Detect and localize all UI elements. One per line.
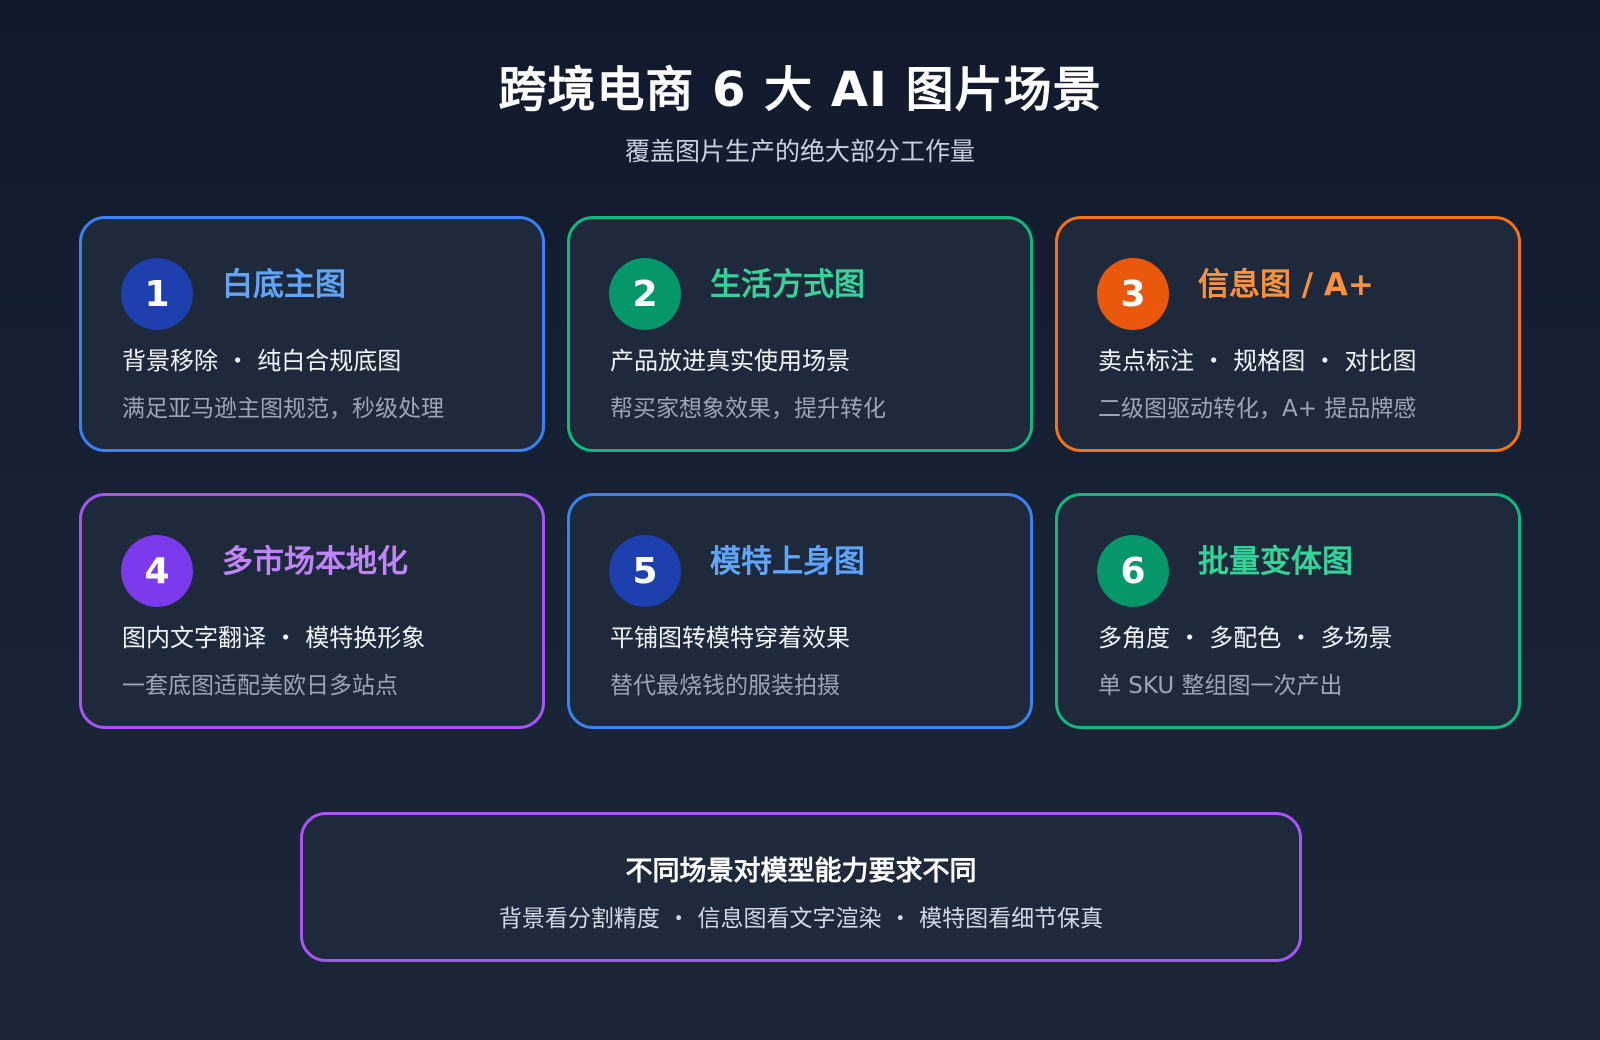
card-description: 二级图驱动转化，A+ 提品牌感 bbox=[1098, 396, 1417, 422]
card-title: 批量变体图 bbox=[1198, 544, 1353, 580]
card-title: 模特上身图 bbox=[710, 544, 865, 580]
card-key-points: 多角度 ・ 多配色 ・ 多场景 bbox=[1098, 624, 1393, 652]
number-badge: 6 bbox=[1097, 535, 1169, 607]
page-title: 跨境电商 6 大 AI 图片场景 bbox=[498, 62, 1102, 118]
card-key-points: 平铺图转模特穿着效果 bbox=[610, 624, 850, 652]
card-description: 替代最烧钱的服装拍摄 bbox=[610, 673, 840, 699]
scenario-card-infographic: 3 信息图 / A+ 卖点标注 ・ 规格图 ・ 对比图 二级图驱动转化，A+ 提… bbox=[1055, 216, 1521, 452]
card-description: 帮买家想象效果，提升转化 bbox=[610, 396, 886, 422]
card-title: 白底主图 bbox=[222, 267, 346, 303]
scenario-card-lifestyle: 2 生活方式图 产品放进真实使用场景 帮买家想象效果，提升转化 bbox=[567, 216, 1033, 452]
card-key-points: 卖点标注 ・ 规格图 ・ 对比图 bbox=[1098, 347, 1417, 375]
scenario-card-localization: 4 多市场本地化 图内文字翻译 ・ 模特换形象 一套底图适配美欧日多站点 bbox=[79, 493, 545, 729]
number-badge: 3 bbox=[1097, 258, 1169, 330]
note-title: 不同场景对模型能力要求不同 bbox=[625, 856, 977, 887]
card-title: 信息图 / A+ bbox=[1198, 267, 1374, 303]
number-badge: 1 bbox=[121, 258, 193, 330]
card-description: 满足亚马逊主图规范，秒级处理 bbox=[122, 396, 444, 422]
card-key-points: 图内文字翻译 ・ 模特换形象 bbox=[122, 624, 426, 652]
capability-note-box: 不同场景对模型能力要求不同 背景看分割精度 ・ 信息图看文字渲染 ・ 模特图看细… bbox=[300, 812, 1302, 962]
card-key-points: 背景移除 ・ 纯白合规底图 bbox=[122, 347, 402, 375]
card-title: 生活方式图 bbox=[710, 267, 865, 303]
number-badge: 5 bbox=[609, 535, 681, 607]
card-description: 单 SKU 整组图一次产出 bbox=[1098, 673, 1343, 699]
scenario-card-batch-variants: 6 批量变体图 多角度 ・ 多配色 ・ 多场景 单 SKU 整组图一次产出 bbox=[1055, 493, 1521, 729]
card-key-points: 产品放进真实使用场景 bbox=[610, 347, 850, 375]
card-title: 多市场本地化 bbox=[222, 544, 408, 580]
card-description: 一套底图适配美欧日多站点 bbox=[122, 673, 398, 699]
number-badge: 4 bbox=[121, 535, 193, 607]
page-subtitle: 覆盖图片生产的绝大部分工作量 bbox=[624, 137, 975, 166]
scenario-card-model-try-on: 5 模特上身图 平铺图转模特穿着效果 替代最烧钱的服装拍摄 bbox=[567, 493, 1033, 729]
scenario-card-white-background: 1 白底主图 背景移除 ・ 纯白合规底图 满足亚马逊主图规范，秒级处理 bbox=[79, 216, 545, 452]
number-badge: 2 bbox=[609, 258, 681, 330]
note-text: 背景看分割精度 ・ 信息图看文字渲染 ・ 模特图看细节保真 bbox=[498, 906, 1104, 932]
